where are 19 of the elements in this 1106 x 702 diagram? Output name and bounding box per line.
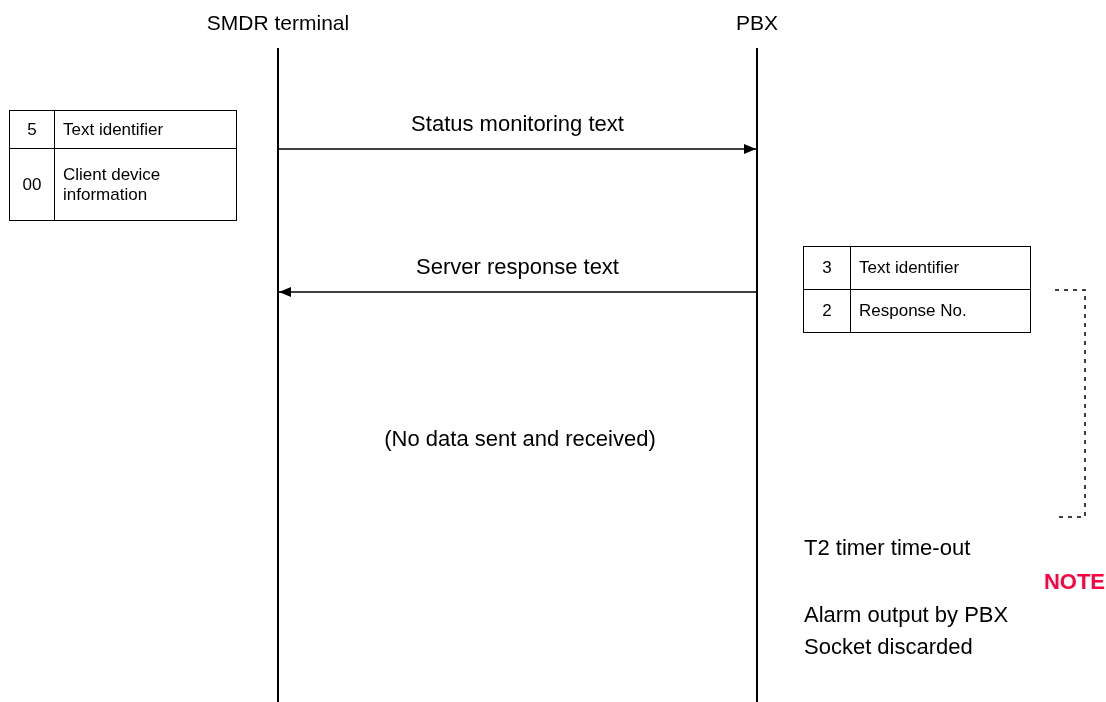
participant-label: SMDR terminal xyxy=(205,11,351,35)
participant-label: PBX xyxy=(735,11,779,35)
message-arrow xyxy=(278,144,757,154)
message-label: Status monitoring text xyxy=(410,111,625,137)
table-cell: Text identifier xyxy=(54,110,237,149)
table-cell: Text identifier xyxy=(850,246,1031,290)
table-cell: 00 xyxy=(9,148,55,221)
table-cell: Client device information xyxy=(54,148,237,221)
message-label: Server response text xyxy=(415,254,620,280)
annotation-text: T2 timer time-out xyxy=(804,535,971,561)
table-cell: 2 xyxy=(803,289,851,333)
note-label: NOTE xyxy=(1043,569,1105,595)
table-cell: Response No. xyxy=(850,289,1031,333)
table-cell: 5 xyxy=(9,110,55,149)
table-cell: 3 xyxy=(803,246,851,290)
annotation-text: Alarm output by PBX xyxy=(804,602,1009,628)
annotation-text: (No data sent and received) xyxy=(383,426,657,452)
message-arrow xyxy=(278,287,757,297)
annotation-text: Socket discarded xyxy=(804,634,973,660)
